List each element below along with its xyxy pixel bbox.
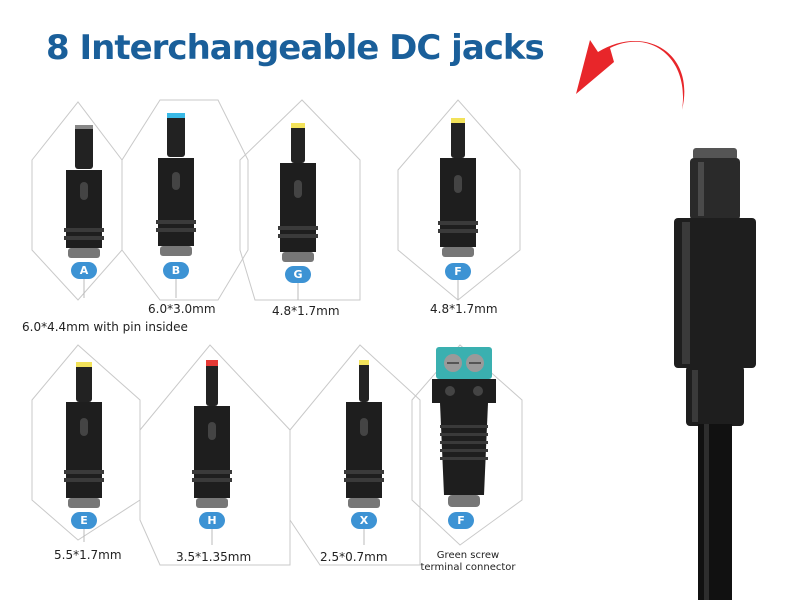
curved-arrow-icon <box>576 40 685 110</box>
dc-tip-icon <box>64 125 104 258</box>
jack-caption-g: 4.8*1.7mm <box>272 304 340 318</box>
jack-badge-h: H <box>199 512 225 529</box>
jack-caption-h: 3.5*1.35mm <box>176 550 252 564</box>
page-title: 8 Interchangeable DC jacks <box>46 28 545 68</box>
jack-terminal <box>426 345 506 515</box>
hexagon-frames <box>31 99 523 566</box>
jack-g <box>268 118 328 268</box>
dc-tip-icon <box>278 123 318 262</box>
jack-caption-x: 2.5*0.7mm <box>320 550 388 564</box>
jack-caption-f: 4.8*1.7mm <box>430 302 498 316</box>
screw-terminal-icon <box>432 347 496 507</box>
jack-badge-e: E <box>71 512 97 529</box>
dc-tip-icon <box>156 113 196 256</box>
jack-caption-a: 6.0*4.4mm with pin insidee <box>22 320 188 334</box>
dc-tip-icon <box>438 118 478 257</box>
dc-tip-icon <box>192 360 232 508</box>
jack-badge-f2: F <box>448 512 474 529</box>
jack-e <box>54 360 114 510</box>
jack-badge-x: X <box>351 512 377 529</box>
tip-color-band <box>75 125 93 129</box>
tip-color-band <box>291 123 305 128</box>
jack-badge-b: B <box>163 262 189 279</box>
tip-color-band <box>359 360 369 365</box>
jack-f <box>428 113 488 263</box>
jack-b <box>146 108 206 258</box>
jack-badge-a: A <box>71 262 97 279</box>
jack-badge-f: F <box>445 263 471 280</box>
jack-h <box>182 358 242 508</box>
jack-caption-b: 6.0*3.0mm <box>148 302 216 316</box>
tip-color-band <box>206 360 218 366</box>
jack-caption-terminal: Green screw terminal connector <box>420 550 516 573</box>
tip-color-band <box>76 362 92 367</box>
tip-color-band <box>451 118 465 123</box>
jack-badge-g: G <box>285 266 311 283</box>
dc-tip-icon <box>64 362 104 508</box>
jack-caption-e: 5.5*1.7mm <box>54 548 122 562</box>
dc-tip-icon <box>344 360 384 508</box>
tip-color-band <box>167 113 185 118</box>
dc-plug-icon <box>674 148 756 600</box>
jack-a <box>54 120 114 270</box>
jack-x <box>334 358 394 508</box>
